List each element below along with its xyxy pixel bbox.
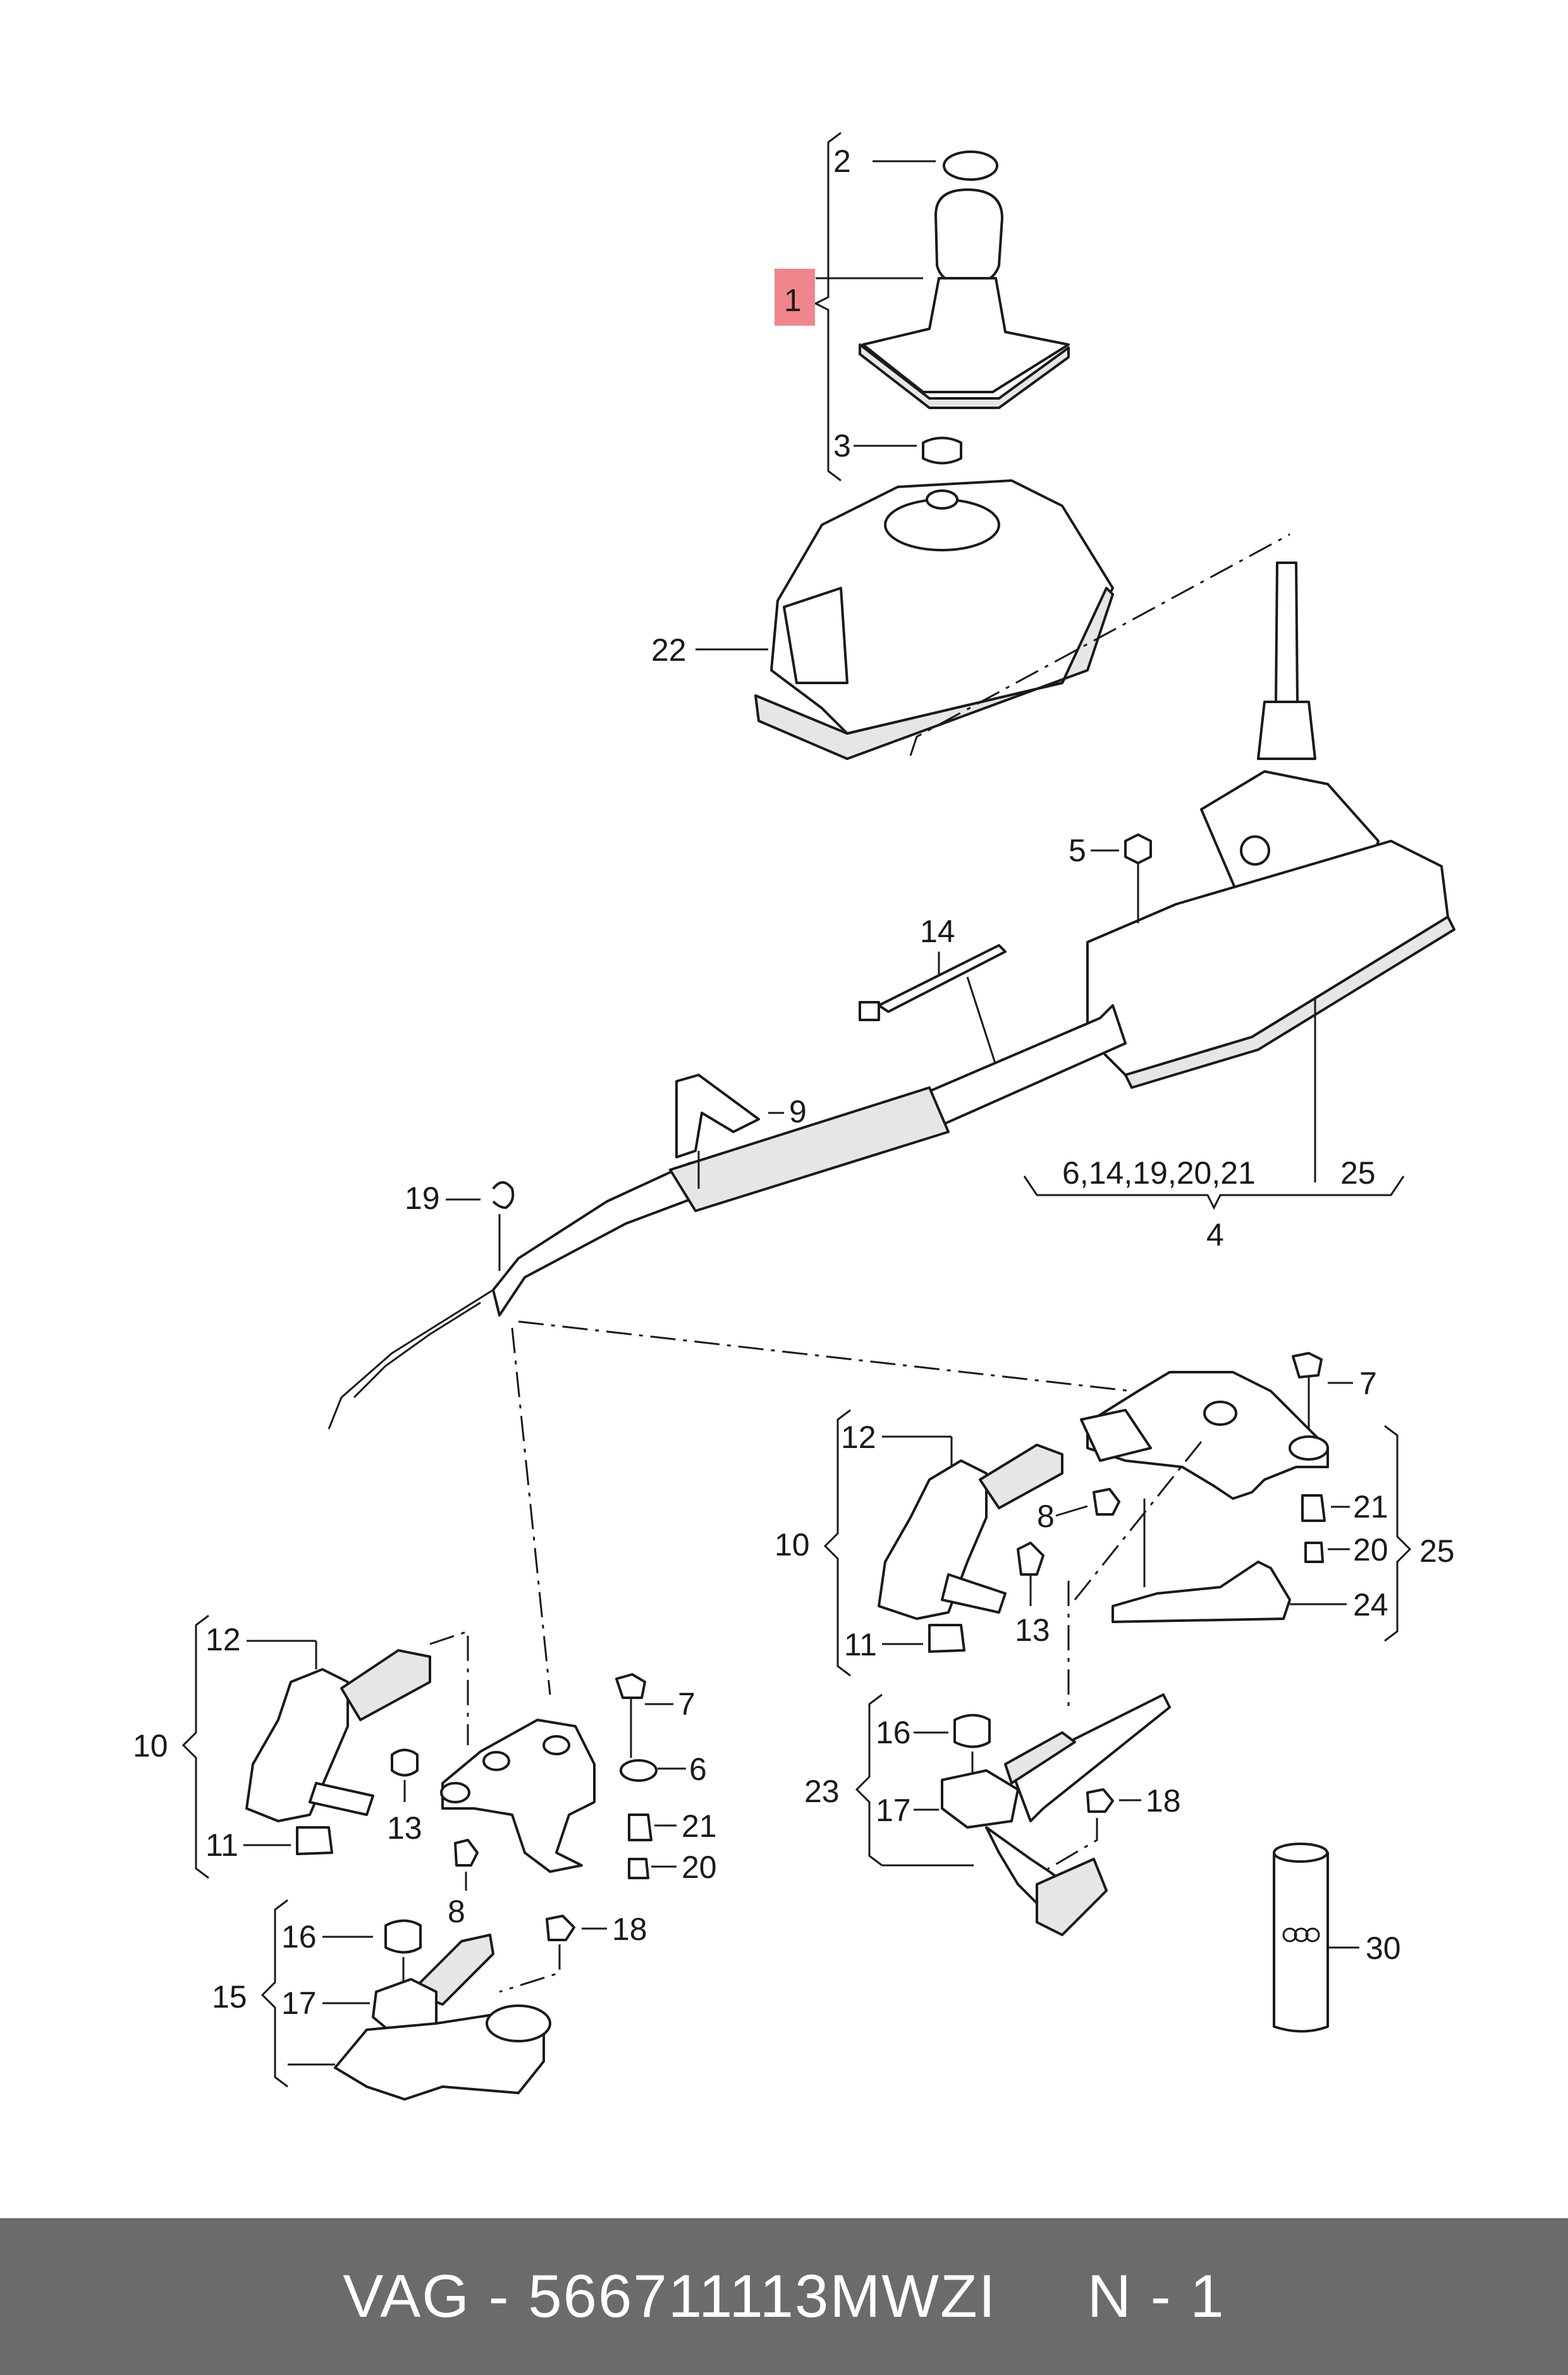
r-callout-18: 18 xyxy=(1146,1783,1181,1819)
assembly-15: 15 16 17 18 xyxy=(212,1899,647,2101)
clip-19: 19 xyxy=(405,1181,515,1271)
shift-cables xyxy=(328,1004,1127,1430)
l-callout-8: 8 xyxy=(448,1894,465,1929)
shift-boot xyxy=(862,277,1070,393)
r-callout-7: 7 xyxy=(1359,1366,1377,1401)
r-callout-16: 16 xyxy=(876,1715,911,1750)
l-callout-16: 16 xyxy=(281,1919,317,1955)
l-callout-18: 18 xyxy=(612,1912,647,1947)
l-callout-20: 20 xyxy=(682,1850,717,1885)
shift-mechanism-25 xyxy=(1086,562,1455,1182)
can-30: 30 xyxy=(1273,1843,1401,2033)
l-callout-21: 21 xyxy=(682,1808,717,1844)
parts-diagram: 1 2 3 22 5 xyxy=(133,132,1455,2101)
r-callout-24: 24 xyxy=(1353,1587,1388,1623)
l-lever-12 xyxy=(245,1668,349,1822)
l-callout-13: 13 xyxy=(387,1810,422,1846)
r-callout-30: 30 xyxy=(1366,1930,1401,1966)
knob-cap xyxy=(943,150,998,181)
selector-assembly-right: 7 25 21 20 24 10 12 8 xyxy=(775,1352,1455,1707)
r-callout-21: 21 xyxy=(1353,1489,1388,1525)
part-number-label: VAG - 566711113MWZI N - 1 xyxy=(343,2262,1225,2330)
callout-25-top: 25 xyxy=(1340,1155,1376,1191)
r-arm-23 xyxy=(1010,1693,1171,1822)
l-callout-15: 15 xyxy=(212,1979,247,2015)
bushing-3 xyxy=(922,436,962,465)
callout-22: 22 xyxy=(651,632,687,668)
group-4: 6,14,19,20,21 25 4 xyxy=(1023,1155,1405,1253)
callout-19: 19 xyxy=(405,1181,440,1216)
r-callout-23: 23 xyxy=(804,1774,840,1809)
l-callout-6: 6 xyxy=(689,1752,707,1787)
callout-5: 5 xyxy=(1069,833,1086,868)
footer-bar: VAG - 566711113MWZI N - 1 xyxy=(0,2218,1568,2375)
r-boot-12 xyxy=(979,1444,1063,1509)
callout-14: 14 xyxy=(920,914,955,949)
callout-2: 2 xyxy=(833,144,851,179)
selector-assembly-left: 10 12 13 11 6 7 21 20 8 xyxy=(133,1614,717,1929)
assembly-23: 23 16 17 18 xyxy=(804,1693,1181,1936)
r-callout-20: 20 xyxy=(1353,1532,1388,1568)
l-callout-11: 11 xyxy=(205,1827,238,1863)
callout-9: 9 xyxy=(789,1094,807,1129)
lever-24 xyxy=(1112,1561,1291,1623)
l-plate-6 xyxy=(441,1719,596,1873)
r-callout-25: 25 xyxy=(1419,1533,1455,1569)
gear-knob xyxy=(934,188,1003,286)
l-callout-7: 7 xyxy=(678,1686,695,1722)
l-callout-12: 12 xyxy=(205,1622,241,1657)
bolt-5: 5 xyxy=(1069,833,1152,923)
callout-3: 3 xyxy=(833,428,851,463)
r-callout-17: 17 xyxy=(876,1793,911,1828)
cable-tie-14: 14 xyxy=(859,914,1007,1076)
callout-4: 4 xyxy=(1206,1217,1224,1253)
bracket-9: 9 xyxy=(675,1074,807,1189)
shift-housing-22: 22 xyxy=(651,479,1114,760)
callout-6-14-19-20-21: 6,14,19,20,21 xyxy=(1062,1155,1256,1191)
callout-1: 1 xyxy=(784,283,802,318)
grease-can xyxy=(1273,1846,1329,2033)
l-callout-17: 17 xyxy=(281,1985,317,2021)
r-callout-10: 10 xyxy=(775,1527,810,1562)
gear-knob-group: 1 2 3 xyxy=(775,132,1070,482)
l-callout-10: 10 xyxy=(133,1728,168,1764)
r-callout-12: 12 xyxy=(841,1420,876,1455)
r-callout-11: 11 xyxy=(844,1627,877,1662)
l-boot-12 xyxy=(340,1649,431,1721)
r-callout-8: 8 xyxy=(1037,1499,1055,1534)
r-callout-13: 13 xyxy=(1015,1612,1050,1648)
highlight-part-1 xyxy=(775,269,815,326)
